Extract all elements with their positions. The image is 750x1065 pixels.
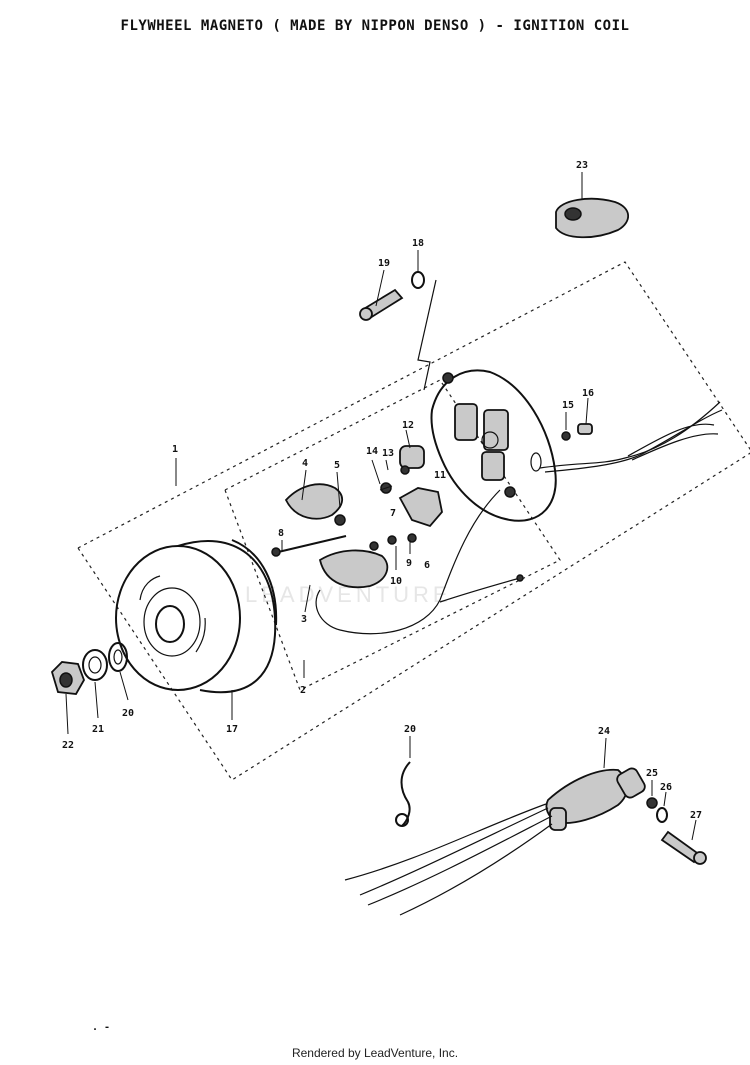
- leader-to-plate: [417, 279, 437, 391]
- bolt-27: [660, 830, 707, 865]
- callout-3: 3: [301, 614, 307, 625]
- callout-1: 1: [172, 444, 178, 455]
- leader-lines: [65, 172, 697, 841]
- cover-23: [555, 197, 630, 239]
- callout-27: 27: [690, 810, 702, 821]
- stray-mark: . -: [92, 1022, 110, 1033]
- callout-22: 22: [62, 740, 74, 751]
- wire-clip-20: [395, 761, 411, 827]
- callout-23: 23: [576, 160, 588, 171]
- callout-5: 5: [334, 460, 340, 471]
- diagram-title: FLYWHEEL MAGNETO ( MADE BY NIPPON DENSO …: [120, 18, 630, 34]
- callout-17: 17: [226, 724, 238, 735]
- callout-16: 16: [582, 388, 594, 399]
- screw-8: [271, 535, 347, 557]
- callout-9: 9: [406, 558, 412, 569]
- footer-credit: Rendered by LeadVenture, Inc.: [291, 1046, 459, 1060]
- callout-18: 18: [412, 238, 424, 249]
- callout-15: 15: [562, 400, 574, 411]
- contact-breaker-assembly: [334, 445, 443, 551]
- washer-25: [646, 797, 658, 809]
- callout-20-clip: 20: [404, 724, 416, 735]
- wire-harness: [315, 401, 723, 635]
- callout-7: 7: [390, 508, 396, 519]
- callout-6: 6: [424, 560, 430, 571]
- screw-16: [577, 423, 593, 435]
- callout-13: 13: [382, 448, 394, 459]
- callout-10: 10: [390, 576, 402, 587]
- flywheel-rotor: [115, 539, 278, 694]
- stator-base-plate: [430, 369, 557, 522]
- washer-20: [108, 642, 128, 672]
- assembly-outline-2: [224, 379, 561, 691]
- callout-26: 26: [660, 782, 672, 793]
- washer-15: [561, 431, 571, 441]
- nut-22: [50, 661, 85, 695]
- callout-12: 12: [402, 420, 414, 431]
- lock-washer-21: [82, 649, 108, 681]
- washer-18-top: [411, 271, 425, 289]
- callout-11: 11: [434, 470, 446, 481]
- callout-8: 8: [278, 528, 284, 539]
- washer-26: [656, 807, 668, 823]
- callout-24: 24: [598, 726, 610, 737]
- bolt-19: [359, 288, 404, 321]
- callout-20-washer: 20: [122, 708, 134, 719]
- ignition-coil-24: [344, 767, 646, 916]
- callout-19: 19: [378, 258, 390, 269]
- callout-2: 2: [300, 685, 306, 696]
- lighting-coil-4: [284, 483, 344, 520]
- ignition-coil-plate-3: [318, 549, 389, 589]
- callout-14: 14: [366, 446, 378, 457]
- callout-21: 21: [92, 724, 104, 735]
- callout-4: 4: [302, 458, 308, 469]
- callout-25: 25: [646, 768, 658, 779]
